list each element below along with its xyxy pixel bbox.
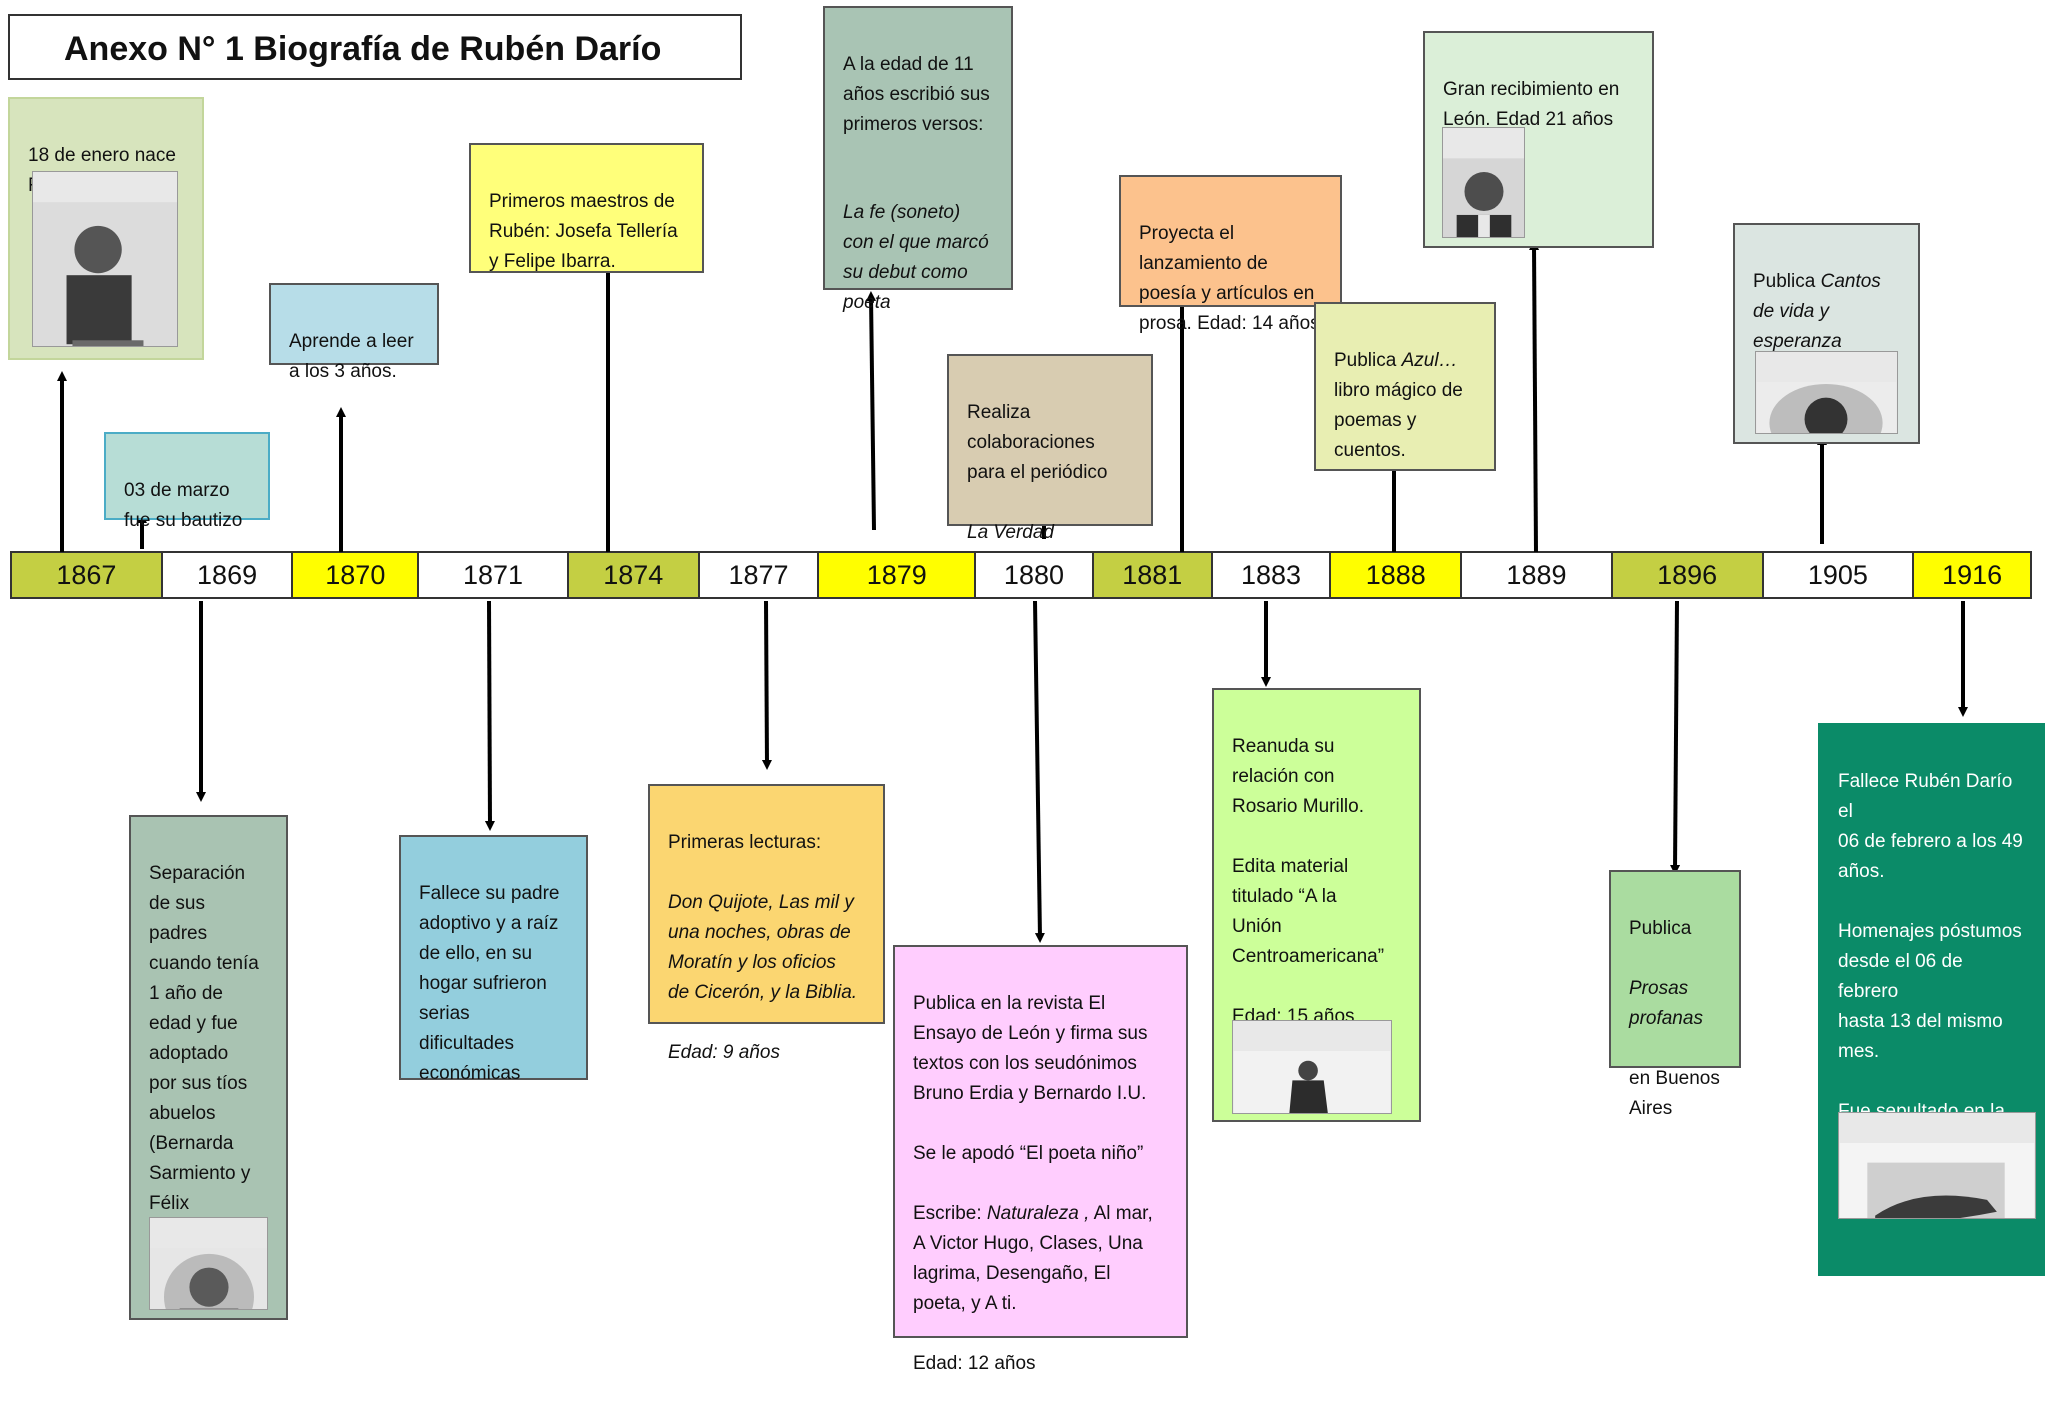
event-1879-work: La fe (soneto) con el que marcó su debut… [843,202,989,313]
arrow-1889 [1529,240,1540,553]
arrow-1896-down [1670,600,1681,875]
event-1879-text: A la edad de 11 años escribió sus primer… [843,54,990,135]
event-1880-publication-text: Publica en la revista El Ensayo de León … [913,993,1153,1374]
event-1880-paper: La Verdad [967,522,1054,543]
year-1869: 1869 [162,553,294,597]
event-1870-text: Aprende a leer a los 3 años. [289,331,414,382]
year-1874: 1874 [568,553,700,597]
event-1889-text: Gran recibimiento en León. Edad 21 años [1443,79,1620,130]
page-title: Anexo N° 1 Biografía de Rubén Darío [8,14,742,80]
year-1871: 1871 [419,553,569,597]
event-1877: Primeras lecturas: Don Quijote, Las mil … [648,784,885,1063]
year-1889: 1889 [1462,553,1613,597]
event-1877-readings: Don Quijote, Las mil y una noches, obras… [668,892,858,1063]
year-1870: 1870 [293,553,420,597]
photo-grandmother [149,1217,268,1310]
year-1881: 1881 [1093,553,1213,597]
year-1867: 1867 [12,553,163,597]
portrait-icon [1443,158,1524,237]
event-1905: Publica Cantos de vida y esperanza [1733,223,1920,444]
year-1883: 1883 [1212,553,1332,597]
event-1916: Fallece Rubén Darío el 06 de febrero a l… [1818,723,2045,1276]
event-1869: 03 de marzo fue su bautizo [104,432,270,531]
arrow-1871-down [484,600,495,831]
event-1905-text: Publica Cantos de vida y esperanza [1753,271,1881,352]
event-1881-text: Proyecta el lanzamiento de poesía y artí… [1139,223,1320,334]
event-1881: Proyecta el lanzamiento de poesía y artí… [1119,175,1342,334]
event-1888-text: Publica Azul… libro mágico de poemas y c… [1334,350,1463,461]
event-1896-work: Prosas profanas [1629,978,1703,1029]
event-1883: Reanuda su relación con Rosario Murillo.… [1212,688,1421,1122]
arrow-1877-down [761,600,772,770]
event-1896-text: Publica [1629,918,1692,939]
year-1877: 1877 [699,553,820,597]
photo-young-dario [1442,127,1525,238]
arrow-1880-down [1033,600,1045,943]
timeline-arrows [57,240,1968,943]
event-1870: Aprende a leer a los 3 años. [269,283,439,382]
year-1896: 1896 [1612,553,1764,597]
year-1880: 1880 [976,553,1094,597]
portrait-icon [1233,1051,1391,1113]
event-1879: A la edad de 11 años escribió sus primer… [823,6,1013,313]
portrait-icon [1756,382,1897,433]
event-1896-place: en Buenos Aires [1629,1068,1720,1119]
portrait-icon [1839,1143,2035,1218]
event-1867: 18 de enero nace Rubén Darío [8,97,204,360]
year-1916: 1916 [1914,553,2030,597]
event-1869-separation-text: Separación de sus padres cuando tenía 1 … [149,863,259,1244]
photo-death-dario [1838,1112,2036,1219]
event-1888: Publica Azul… libro mágico de poemas y c… [1314,302,1496,471]
portrait-icon [150,1248,267,1309]
year-1905: 1905 [1763,553,1915,597]
event-1896: Publica Prosas profanas en Buenos Aires [1609,870,1741,1119]
event-1869-separation: Separación de sus padres cuando tenía 1 … [129,815,288,1320]
photo-adult-dario [1755,351,1898,434]
event-1869-text: 03 de marzo fue su bautizo [124,480,243,531]
timeline-bar: 1867 1869 1870 1871 1874 1877 1879 1880 … [10,551,2032,599]
event-1889: Gran recibimiento en León. Edad 21 años [1423,31,1654,248]
photo-child-dario [32,171,178,347]
event-1871-text: Fallece su padre adoptivo y a raíz de el… [419,883,560,1084]
portrait-icon [33,202,177,346]
photo-rosario-murillo [1232,1020,1392,1114]
event-1880-publication: Publica en la revista El Ensayo de León … [893,945,1188,1374]
year-1888: 1888 [1331,553,1463,597]
event-1877-text: Primeras lecturas: [668,832,822,853]
event-1871: Fallece su padre adoptivo y a raíz de el… [399,835,588,1084]
arrow-1879 [866,291,877,531]
event-1880: Realiza colaboraciones para el periódico… [947,354,1153,543]
event-1883-text: Reanuda su relación con Rosario Murillo.… [1232,736,1385,1027]
event-1874-text: Primeros maestros de Rubén: Josefa Telle… [489,191,678,272]
event-1880-text: Realiza colaboraciones para el periódico [967,402,1108,483]
event-1874: Primeros maestros de Rubén: Josefa Telle… [469,143,704,273]
year-1879: 1879 [819,553,977,597]
